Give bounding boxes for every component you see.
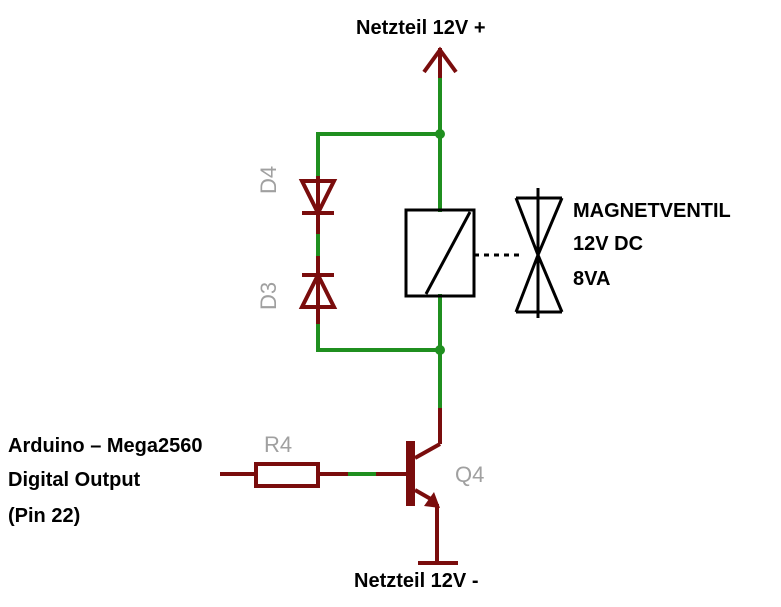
ref-r4: R4 (264, 432, 293, 457)
valve-power-label: 8VA (573, 268, 611, 290)
transistor-q4 (376, 408, 442, 562)
supply-plus-label: Netzteil 12V + (356, 17, 486, 39)
diode-d4 (298, 176, 338, 234)
junction-bottom (435, 345, 445, 355)
green-wires (316, 78, 442, 476)
diode-d3 (298, 256, 338, 324)
junction-top (435, 129, 445, 139)
valve-voltage-label: 12V DC (573, 233, 644, 255)
resistor-r4 (220, 462, 348, 488)
solenoid-valve-symbol (514, 188, 564, 318)
input-label-line3: (Pin 22) (8, 505, 81, 527)
supply-minus-label: Netzteil 12V - (354, 570, 479, 592)
input-label-line1: Arduino – Mega2560 (8, 435, 203, 457)
valve-name-label: MAGNETVENTIL (573, 200, 731, 222)
relay-coil (404, 208, 476, 298)
ref-d3: D3 (256, 281, 281, 310)
ref-q4: Q4 (455, 462, 485, 487)
input-label-line2: Digital Output (8, 469, 141, 491)
supply-plus-arrow (422, 46, 458, 80)
ref-d4: D4 (256, 165, 281, 194)
